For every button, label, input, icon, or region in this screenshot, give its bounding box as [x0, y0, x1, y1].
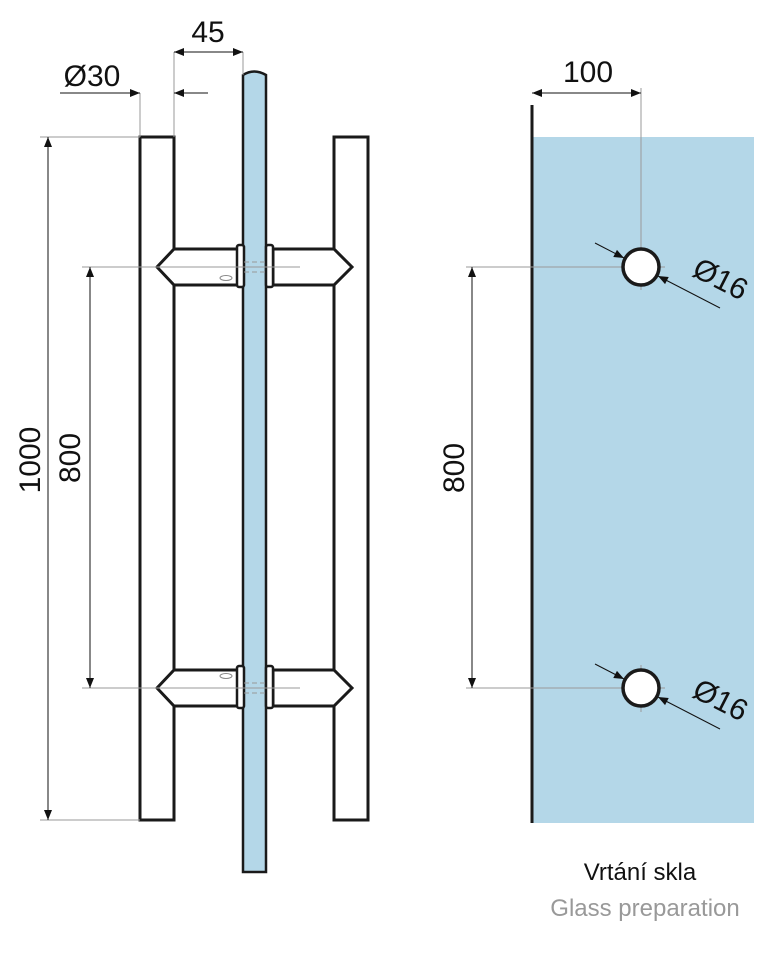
dim-1000-label: 1000 [14, 427, 47, 494]
handle-side-view: 45 Ø30 1000 800 [14, 16, 370, 874]
caption-title-en: Glass preparation [550, 895, 739, 922]
right-bar [332, 135, 370, 822]
extension-lines [40, 52, 300, 821]
dim-800-right-label: 800 [438, 443, 471, 493]
glass-preparation-view: Ø16 Ø16 100 800 Vrtání skla Glass prepar… [438, 56, 754, 922]
hole-bottom [621, 668, 661, 708]
dim-d30-label: Ø30 [64, 60, 121, 93]
caption-title-cs: Vrtání skla [584, 859, 697, 886]
dim-45-label: 45 [191, 16, 224, 49]
standoff-top [154, 243, 355, 289]
dim-800-left-label: 800 [54, 433, 87, 483]
left-bar [138, 135, 176, 822]
glass-panel-section [241, 70, 268, 874]
glass-panel [532, 137, 754, 823]
dim-100-label: 100 [563, 56, 613, 89]
hole-top [621, 247, 661, 287]
